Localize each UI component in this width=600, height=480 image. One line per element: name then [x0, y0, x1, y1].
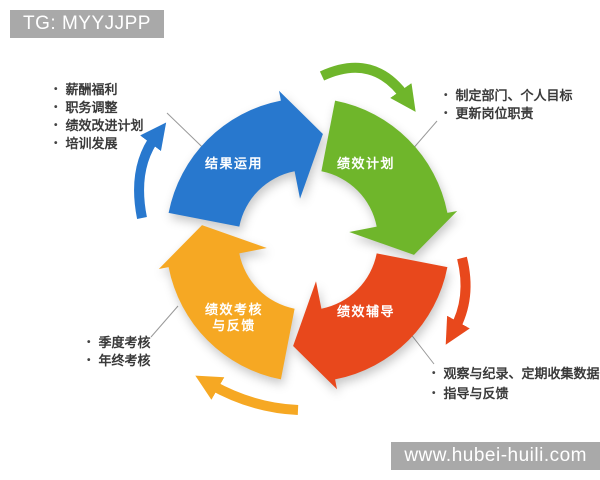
- segment-coach-arrow: [293, 253, 448, 390]
- segment-label-plan: 绩效计划: [336, 156, 396, 171]
- note-text: 制定部门、个人目标: [455, 88, 573, 103]
- bullet-dot: •: [54, 138, 58, 149]
- bullet-dot: •: [87, 355, 91, 366]
- note-item: • 季度考核: [87, 334, 151, 352]
- note-list-top-right: • 制定部门、个人目标 • 更新岗位职责: [444, 87, 573, 123]
- note-list-top-left: • 薪酬福利 • 职务调整 • 绩效改进计划 • 培训发展: [54, 81, 144, 153]
- bullet-dot: •: [54, 102, 58, 113]
- watermark-bottom: www.hubei-huili.com: [391, 442, 600, 470]
- connector-bottom-left: [150, 305, 179, 338]
- segment-label-review-line1: 绩效考核: [204, 302, 264, 317]
- note-text: 观察与纪录、定期收集数据: [443, 366, 600, 381]
- segment-plan-arrow: [321, 100, 458, 255]
- connector-top-right: [410, 120, 438, 152]
- note-text: 季度考核: [98, 335, 151, 350]
- note-list-bottom-left: • 季度考核 • 年终考核: [87, 334, 151, 370]
- note-text: 职务调整: [65, 100, 118, 115]
- note-item: • 薪酬福利: [54, 81, 144, 99]
- accent-arrow-right: [445, 256, 471, 345]
- segment-label-results: 结果运用: [204, 156, 264, 171]
- note-text: 绩效改进计划: [65, 118, 144, 133]
- accent-arrow-left: [134, 122, 167, 219]
- note-text: 薪酬福利: [65, 82, 118, 97]
- bullet-dot: •: [54, 120, 58, 131]
- bullet-dot: •: [432, 368, 436, 379]
- segment-label-review-line2: 与反馈: [212, 318, 256, 333]
- note-text: 更新岗位职责: [455, 106, 534, 121]
- note-list-bottom-right: • 观察与纪录、定期收集数据 • 指导与反馈: [432, 364, 600, 404]
- note-item: • 年终考核: [87, 352, 151, 370]
- accent-arrow-bottom: [195, 375, 299, 415]
- segment-label-coach: 绩效辅导: [336, 304, 396, 319]
- note-item: • 指导与反馈: [432, 384, 600, 404]
- segment-label-review: 绩效考核 与反馈: [205, 302, 263, 334]
- bullet-dot: •: [444, 108, 448, 119]
- note-item: • 绩效改进计划: [54, 117, 144, 135]
- note-text: 培训发展: [65, 136, 118, 151]
- note-item: • 职务调整: [54, 99, 144, 117]
- bullet-dot: •: [444, 90, 448, 101]
- bullet-dot: •: [87, 337, 91, 348]
- cycle-ring: [158, 90, 458, 390]
- note-text: 年终考核: [98, 353, 151, 368]
- note-item: • 更新岗位职责: [444, 105, 573, 123]
- bullet-dot: •: [54, 84, 58, 95]
- outer-accent-arrows: [134, 62, 471, 415]
- note-item: • 观察与纪录、定期收集数据: [432, 364, 600, 384]
- accent-arrow-top: [319, 62, 416, 112]
- bullet-dot: •: [432, 388, 436, 399]
- note-item: • 培训发展: [54, 135, 144, 153]
- watermark-top: TG: MYYJJPP: [10, 10, 164, 38]
- note-text: 指导与反馈: [443, 386, 509, 401]
- note-item: • 制定部门、个人目标: [444, 87, 573, 105]
